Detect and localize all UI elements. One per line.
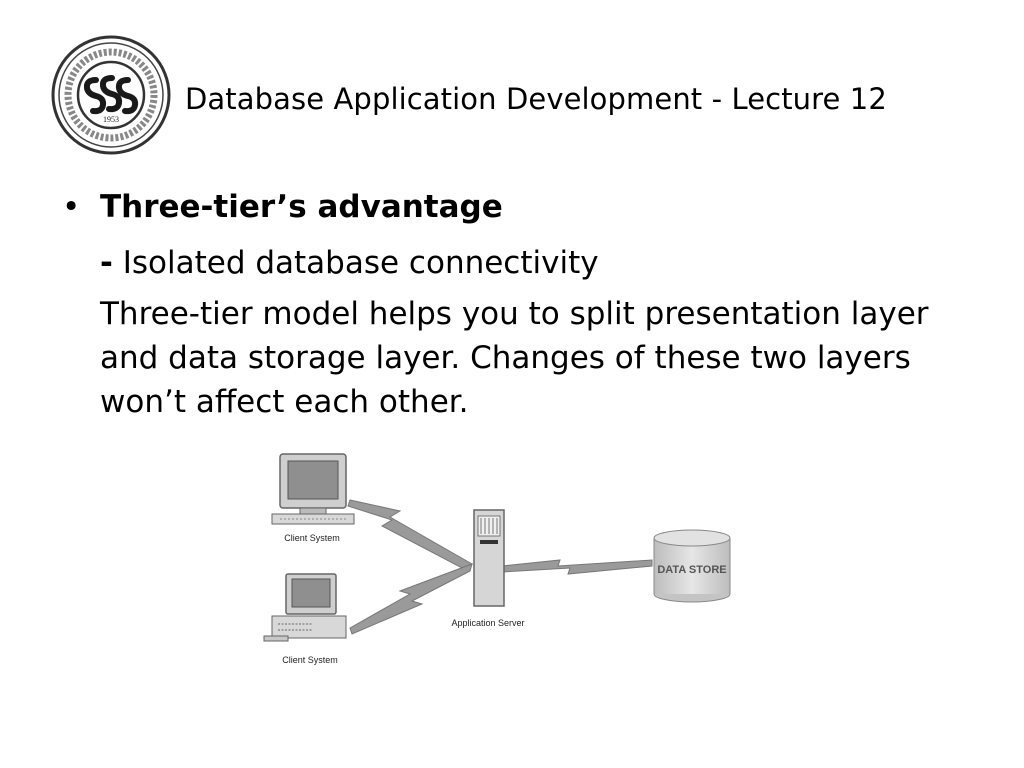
server-label: Application Server — [451, 618, 524, 628]
link-bolt-client2 — [349, 563, 473, 635]
sub-point: - Isolated database connectivity — [62, 240, 962, 286]
sub-point-text: Isolated database connectivity — [112, 245, 599, 281]
college-logo: 1953 — [51, 35, 171, 155]
monitor-icon — [271, 453, 355, 525]
server-tower-icon — [473, 509, 505, 607]
bullet-item: • Three-tier’s advantage — [62, 184, 962, 230]
three-tier-diagram: Client System Client System Application … — [263, 453, 731, 665]
desktop-computer-icon — [263, 573, 347, 642]
slide-content: • Three-tier’s advantage - Isolated data… — [62, 184, 962, 424]
database-cylinder-icon — [653, 529, 731, 603]
logo-year: 1953 — [103, 115, 119, 124]
explanation-paragraph: Three-tier model helps you to split pres… — [100, 296, 929, 420]
bullet-dot-icon: • — [62, 189, 81, 225]
link-bolt-client1 — [347, 499, 474, 569]
bullet-heading: Three-tier’s advantage — [100, 189, 503, 225]
client-label-2: Client System — [282, 655, 338, 665]
link-bolt-store — [501, 559, 653, 575]
slide-title: Database Application Development - Lectu… — [185, 82, 887, 116]
data-store-label: DATA STORE — [657, 564, 726, 576]
client-label-1: Client System — [284, 533, 340, 543]
dash-mark: - — [100, 245, 113, 281]
